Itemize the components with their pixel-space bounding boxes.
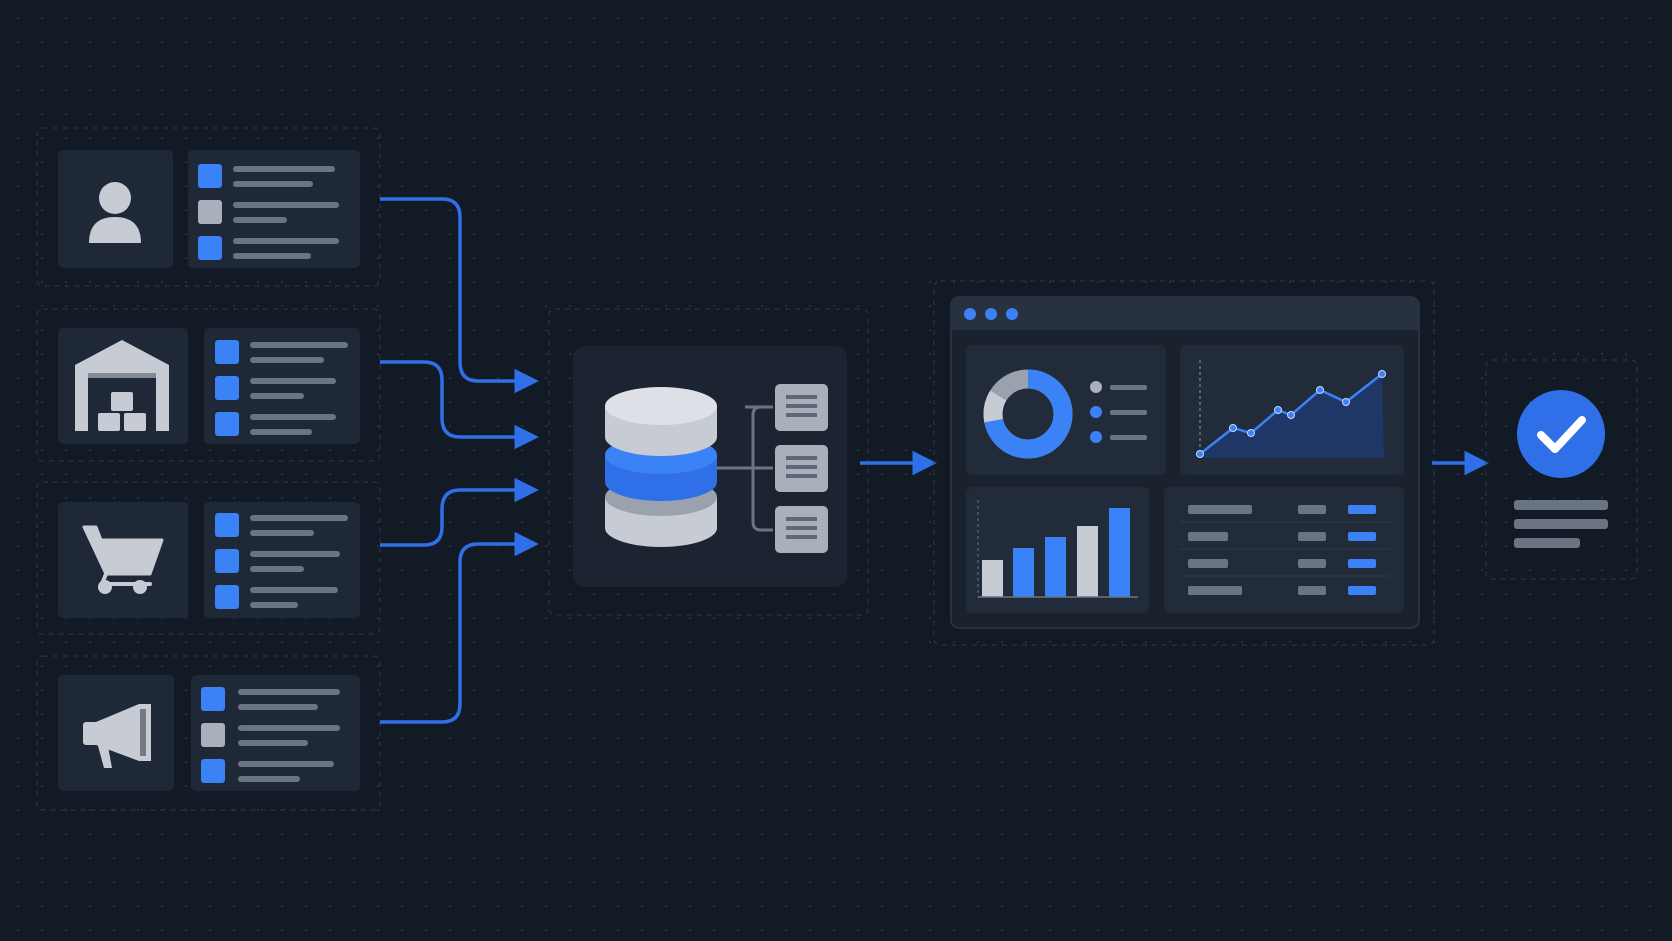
result-card (1485, 359, 1638, 580)
connector-marketing (380, 531, 539, 724)
result-text-line (1514, 538, 1580, 548)
row-marker (198, 200, 222, 224)
megaphone-icon (83, 704, 151, 768)
source-group-warehouse (36, 308, 381, 462)
row-marker (198, 236, 222, 260)
source-group-customers (36, 127, 381, 287)
person-icon (89, 182, 141, 243)
source-group-marketing (36, 655, 381, 811)
donut-legend (1090, 381, 1147, 443)
warehouse-icon (75, 340, 169, 431)
document-icon (775, 384, 828, 431)
shopping-cart-icon (82, 525, 164, 594)
database-hub (548, 308, 869, 616)
donut-chart (983, 369, 1073, 459)
window-dot (964, 308, 976, 320)
checkmark-icon (1517, 390, 1605, 478)
result-text-line (1514, 519, 1608, 529)
line-chart (1196, 360, 1386, 458)
window-dot (1006, 308, 1018, 320)
window-dot (985, 308, 997, 320)
connector-orders (380, 477, 539, 547)
table-panel (1164, 487, 1404, 613)
connector-customers (380, 197, 539, 394)
document-icon (775, 445, 828, 492)
data-table (1180, 505, 1390, 595)
database-icon (605, 387, 717, 547)
connector-warehouse (380, 360, 539, 450)
window-title-bar (951, 297, 1419, 330)
result-text-line (1514, 500, 1608, 510)
row-marker (198, 164, 222, 188)
analytics-dashboard (933, 280, 1435, 646)
source-group-orders (36, 481, 381, 635)
bar-chart (977, 500, 1138, 598)
document-icon (775, 506, 828, 553)
source-connectors (380, 197, 539, 724)
